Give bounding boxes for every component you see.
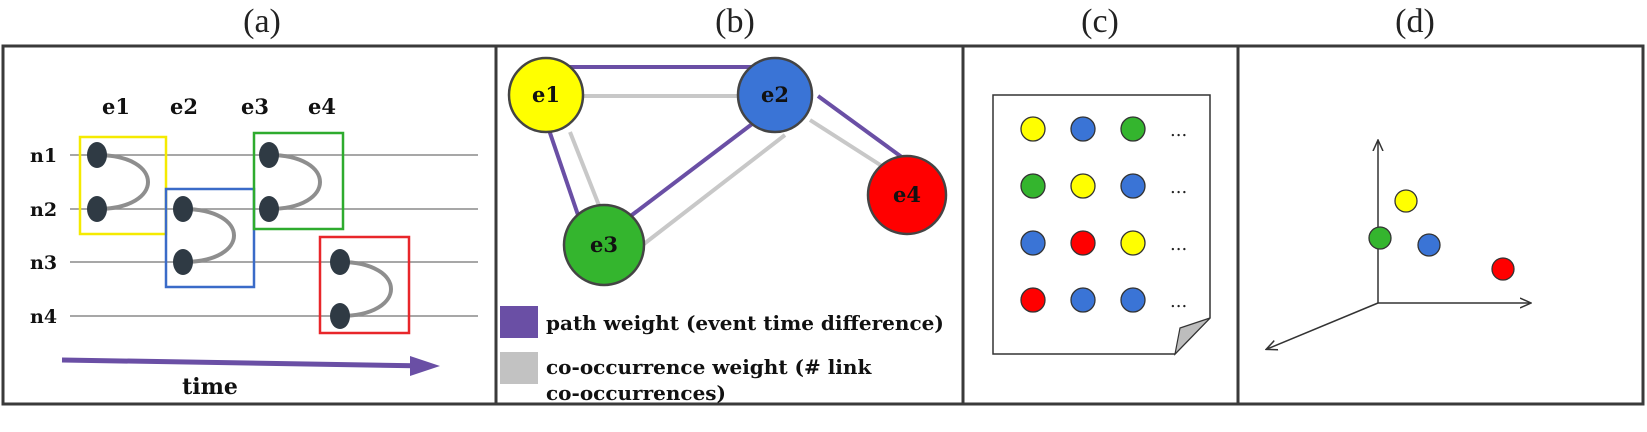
embedding-point-e1 xyxy=(1394,189,1418,213)
matrix-cell-r2c3 xyxy=(1120,173,1146,199)
event-label-e4: e4 xyxy=(308,94,336,119)
matrix-ellipsis-r2: ... xyxy=(1170,177,1187,198)
document-page-curl xyxy=(1174,317,1211,356)
embedding-point-e2 xyxy=(1417,233,1441,257)
embedding-point-e3 xyxy=(1368,226,1392,250)
panel-b: e1 e2 e3 e4 path weight (event time diff… xyxy=(500,56,948,405)
embedding-point-e4 xyxy=(1491,257,1515,281)
graph-node-label-e3: e3 xyxy=(590,232,618,257)
panel-c-title: (c) xyxy=(1081,3,1119,40)
matrix-cell-r4c3 xyxy=(1120,287,1146,313)
matrix-cell-r1c1 xyxy=(1020,116,1046,142)
path-edge-e3-e2 xyxy=(626,116,762,220)
matrix-cell-r3c3 xyxy=(1120,230,1146,256)
link-arc-e4 xyxy=(339,260,393,318)
graph-node-e1 xyxy=(507,56,585,134)
panel-c: ... ... ... ... xyxy=(992,94,1211,356)
matrix-ellipsis-r3: ... xyxy=(1170,234,1187,255)
event-box-e1 xyxy=(78,135,168,236)
node-dot-e1-n1 xyxy=(87,142,107,168)
graph-node-label-e2: e2 xyxy=(761,82,789,107)
event-label-e2: e2 xyxy=(170,94,198,119)
legend-label-path: path weight (event time difference) xyxy=(546,311,944,335)
cooccurrence-edge-e1-e3 xyxy=(568,131,602,209)
node-dot-e3-n1 xyxy=(259,142,279,168)
legend-label-cooccurrence-line1: co-occurrence weight (# link xyxy=(546,355,872,379)
node-dot-e4-n3 xyxy=(330,249,350,275)
time-arrow-head xyxy=(410,356,440,376)
panel-a-title: (a) xyxy=(243,3,281,40)
figure-frame xyxy=(1,44,1645,406)
node-dot-e2-n2 xyxy=(173,196,193,222)
axis-depth xyxy=(1267,302,1379,349)
legend-swatch-path xyxy=(500,306,538,338)
cooccurrence-edge-e3-e2 xyxy=(638,133,787,249)
node-label-n3: n3 xyxy=(30,252,57,274)
matrix-cell-r3c1 xyxy=(1020,230,1046,256)
link-arc-e1 xyxy=(96,153,150,211)
matrix-cell-r3c2 xyxy=(1070,230,1096,256)
event-box-e3 xyxy=(252,131,345,231)
panel-d xyxy=(1267,141,1530,349)
matrix-cell-r4c1 xyxy=(1020,287,1046,313)
graph-node-e4 xyxy=(866,154,948,236)
legend-swatch-cooccurrence xyxy=(500,352,538,384)
matrix-cell-r2c2 xyxy=(1070,173,1096,199)
matrix-cell-r2c1 xyxy=(1020,173,1046,199)
node-dot-e4-n4 xyxy=(330,303,350,329)
event-box-e4 xyxy=(318,235,411,335)
event-label-e1: e1 xyxy=(102,94,130,119)
node-dot-e2-n3 xyxy=(173,249,193,275)
panel-d-title: (d) xyxy=(1395,3,1435,40)
event-box-e2 xyxy=(164,187,256,289)
node-dot-e1-n2 xyxy=(87,196,107,222)
path-edge-e1-e3 xyxy=(547,129,580,216)
cooccurrence-edge-e2-e4 xyxy=(808,118,887,170)
event-label-e3: e3 xyxy=(241,94,269,119)
graph-node-label-e1: e1 xyxy=(532,82,560,107)
graph-node-e2 xyxy=(736,56,814,134)
panel-b-title: (b) xyxy=(715,3,755,40)
legend-label-cooccurrence-line2: co-occurrences) xyxy=(546,381,726,405)
time-arrow xyxy=(61,357,431,369)
time-label: time xyxy=(182,374,238,400)
node-label-n2: n2 xyxy=(30,199,57,221)
matrix-cell-r1c3 xyxy=(1120,116,1146,142)
graph-node-e3 xyxy=(562,203,646,287)
link-arc-e2 xyxy=(182,207,236,264)
matrix-cell-r1c2 xyxy=(1070,116,1096,142)
matrix-cell-r4c2 xyxy=(1070,287,1096,313)
link-arc-e3 xyxy=(268,153,322,211)
path-edge-e2-e4 xyxy=(816,94,905,160)
node-label-n4: n4 xyxy=(30,306,57,328)
node-dot-e3-n2 xyxy=(259,196,279,222)
panel-a: n1 n2 n3 n4 e1 e2 e3 e4 time xyxy=(30,94,478,400)
graph-node-label-e4: e4 xyxy=(893,182,921,207)
matrix-ellipsis-r4: ... xyxy=(1170,291,1187,312)
node-label-n1: n1 xyxy=(30,145,57,167)
matrix-ellipsis-r1: ... xyxy=(1170,120,1187,141)
